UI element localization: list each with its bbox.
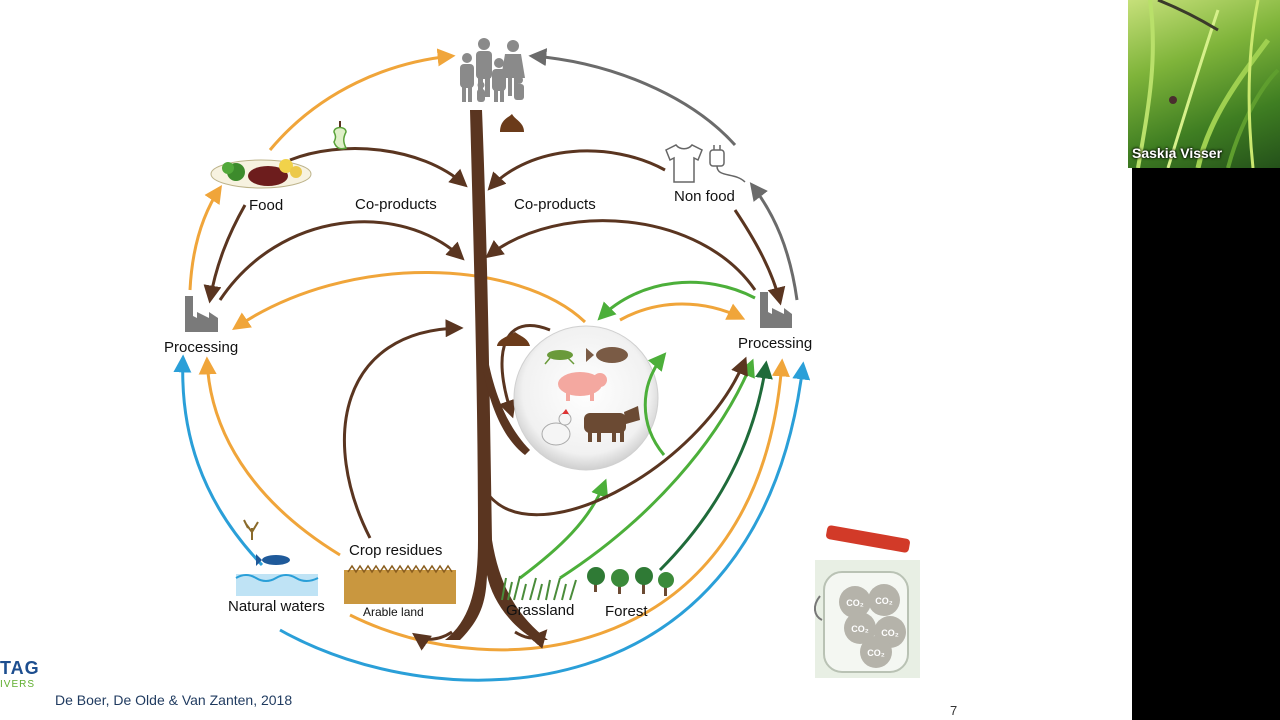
label-crop-residues: Crop residues: [349, 542, 443, 559]
livestock-circle: [513, 325, 667, 471]
arrow-grassland-to-livestock: [519, 478, 609, 580]
arrow-nonfood-to-trunk: [487, 149, 666, 191]
pig-icon: [558, 372, 607, 401]
co2-label-4: CO₂: [881, 628, 899, 638]
tree-root-left: [412, 630, 453, 651]
citation: De Boer, De Olde & Van Zanten, 2018: [55, 692, 293, 708]
arrow-nonfood-to-processing: [733, 209, 786, 306]
arrow-waters-bottom-to-processing: [279, 361, 811, 682]
label-natural-waters: Natural waters: [228, 598, 325, 615]
arrow-nonfood-to-people: [528, 48, 737, 147]
arrow-processing-to-nonfood: [749, 182, 799, 301]
arrow-processing-to-food: [188, 185, 222, 291]
label-forest: Forest: [605, 603, 648, 620]
tshirt-icon: [665, 144, 703, 183]
water-waves-icon: [235, 574, 319, 596]
people-group-icon: [460, 38, 525, 102]
arrow-processing-to-livestock-green: [597, 280, 756, 321]
fish-icon: [586, 347, 628, 363]
tree-root-right: [514, 629, 548, 649]
arrow-livestock-to-processing-right: [619, 302, 746, 322]
insect-icon: [544, 350, 575, 365]
forest-icon: [587, 567, 674, 596]
manure-icon: [497, 332, 530, 346]
grass-icon: [501, 575, 577, 601]
arrow-food-to-processing: [203, 204, 247, 304]
arrow-forest-to-processing: [658, 360, 773, 572]
arrow-waters-to-processing: [173, 354, 264, 567]
participant-name: Saskia Visser: [1132, 145, 1223, 161]
chicken-icon: [541, 409, 572, 446]
label-co-products-left: Co-products: [355, 196, 437, 213]
co2-label-2: CO₂: [875, 596, 893, 606]
co2-label-3: CO₂: [851, 624, 869, 634]
participant-panel: Saskia Visser: [1128, 0, 1280, 720]
cow-icon: [584, 406, 640, 442]
arrow-food-to-people: [268, 48, 456, 151]
plug-icon: [709, 145, 746, 183]
label-arable-land: Arable land: [363, 605, 424, 619]
factory-left-icon: [185, 296, 218, 332]
coral-icon: [243, 519, 259, 540]
university-logo-text: TAG: [0, 658, 40, 678]
co2-label-1: CO₂: [846, 598, 864, 608]
factory-right-icon: [760, 292, 792, 328]
label-processing-right: Processing: [738, 335, 813, 352]
university-logo-subtext: IVERS: [0, 679, 36, 690]
label-non-food: Non food: [674, 188, 735, 205]
arrow-livestock-to-processing-left: [232, 271, 587, 331]
arrow-residues-to-trunk: [343, 319, 464, 539]
tuna-icon: [256, 554, 290, 566]
arrow-food-waste-to-trunk: [289, 147, 468, 188]
co2-jar-icon: [814, 525, 920, 678]
tree-branch-to-livestock: [481, 360, 530, 455]
arrow-grassland-to-processing: [559, 358, 755, 580]
label-food: Food: [249, 197, 284, 214]
grass-background-image: [1136, 0, 1280, 168]
arrow-coproducts-right: [485, 219, 757, 291]
page-number: 7: [950, 703, 958, 718]
apple-core-icon: [333, 121, 348, 150]
wheat-field-icon: [344, 564, 456, 604]
presentation-slide: CO₂ CO₂ CO₂ CO₂ CO₂ Food Co-products Co-…: [0, 38, 958, 718]
arrow-coproducts-left: [218, 220, 465, 301]
arrow-trunk-to-processing-right: [483, 356, 748, 517]
label-processing-left: Processing: [164, 339, 239, 356]
food-plate-icon: [210, 159, 312, 189]
label-grassland: Grassland: [506, 602, 575, 619]
waste-icon: [500, 114, 524, 132]
empty-video-area: [1132, 168, 1280, 720]
circular-food-system-diagram: CO₂ CO₂ CO₂ CO₂ CO₂: [173, 38, 920, 682]
arrow-residues-to-processing: [198, 356, 341, 557]
co2-label-5: CO₂: [867, 648, 885, 658]
label-co-products-right: Co-products: [514, 196, 596, 213]
participant-video-tile[interactable]: Saskia Visser: [1128, 0, 1280, 168]
